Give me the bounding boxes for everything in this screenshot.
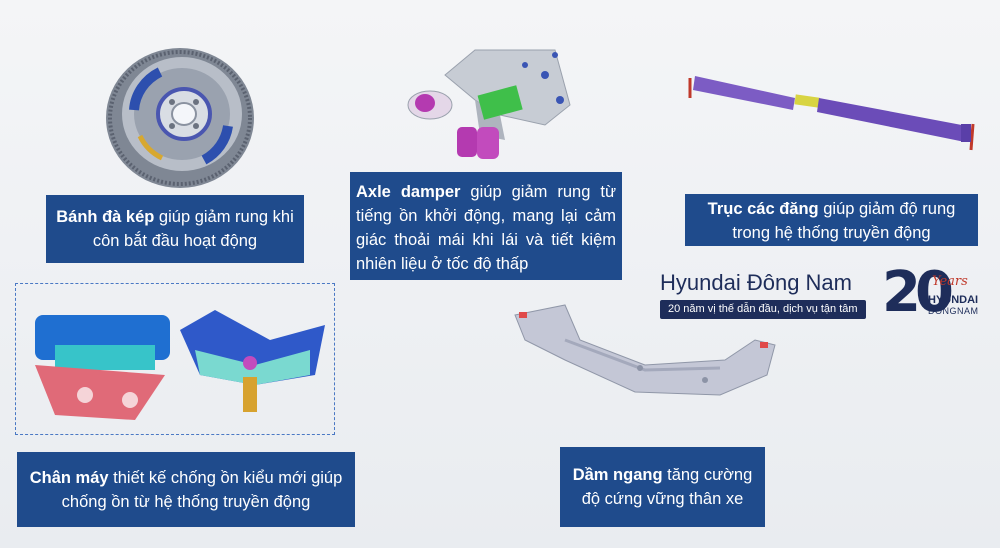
- axle-damper-caption-card: Axle damper giúp giảm rung từ tiếng ồn k…: [350, 172, 622, 280]
- logo-dongnam-text: DONGNAM: [928, 306, 979, 316]
- crossmember-title: Dầm ngang: [572, 466, 663, 484]
- crossmember-illustration: [514, 304, 776, 396]
- dual-mass-flywheel-illustration: [106, 48, 254, 188]
- flywheel-caption-card: Bánh đà kép giúp giảm rung khi côn bắt đ…: [46, 195, 304, 263]
- axle-damper-title: Axle damper: [356, 183, 461, 201]
- flywheel-title: Bánh đà kép: [56, 208, 155, 226]
- engine-mount-caption-card: Chân máy thiết kế chống ồn kiểu mới giúp…: [17, 452, 355, 527]
- propeller-shaft-caption-card: Trục các đăng giúp giảm độ rung trong hệ…: [685, 194, 978, 246]
- engine-mount-title: Chân máy: [29, 469, 109, 487]
- brand-name: Hyundai Đông Nam: [660, 270, 852, 295]
- anniversary-number: 20: [882, 260, 954, 325]
- axle-damper-description: giúp giảm rung từ tiếng ồn khởi động, ma…: [356, 183, 617, 273]
- propeller-shaft-title: Trục các đăng: [707, 200, 819, 218]
- engine-mount-description: thiết kế chống ồn kiểu mới giúp chống ồn…: [61, 469, 343, 511]
- propeller-shaft-description: giúp giảm độ rung trong hệ thống truyền …: [732, 200, 956, 242]
- crossmember-description: tăng cường độ cứng vững thân xe: [581, 466, 753, 508]
- logo-hyundai-text: HYUNDAI: [928, 294, 979, 306]
- anniversary-years-word: Years: [932, 274, 968, 289]
- engine-mount-frame: [15, 283, 335, 435]
- crossmember-caption-card: Dầm ngang tăng cường độ cứng vững thân x…: [560, 447, 765, 527]
- brand-tagline: 20 năm vị thế dẫn đầu, dịch vụ tận tâm: [660, 300, 866, 319]
- propeller-shaft-illustration: [688, 76, 975, 151]
- engine-mount-illustration: [35, 310, 325, 420]
- flywheel-description: giúp giảm rung khi côn bắt đầu hoạt động: [92, 208, 294, 250]
- axle-damper-illustration: [407, 49, 571, 159]
- brand-logo-block: Hyundai Đông Nam 20 năm vị thế dẫn đầu, …: [660, 260, 990, 328]
